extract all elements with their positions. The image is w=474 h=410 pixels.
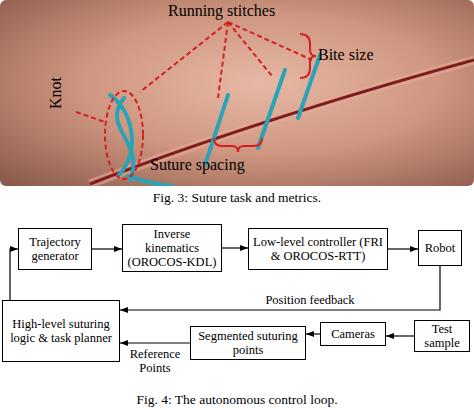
incision-line — [90, 60, 474, 184]
annotation-label: Knot — [47, 77, 65, 109]
arrow-connector — [388, 248, 418, 249]
arrow-connector — [222, 247, 248, 248]
knot-outline — [105, 91, 143, 179]
figure-caption: Fig. 4: The autonomous control loop. — [0, 392, 474, 408]
leader-line — [76, 112, 105, 122]
process-box: Trajectory generator — [18, 228, 92, 270]
bracket — [300, 34, 316, 78]
process-box: Robot — [418, 230, 462, 266]
arrow-connector — [92, 248, 122, 249]
box-text: Segmented suturing points — [194, 329, 302, 357]
skin-background — [0, 0, 474, 186]
box-text: Cameras — [331, 327, 375, 341]
annotation-label: Bite size — [318, 46, 374, 64]
figure-caption: Fig. 3: Suture task and metrics. — [0, 190, 474, 206]
leader-line — [140, 22, 228, 92]
bracket — [214, 138, 262, 152]
box-text: Robot — [425, 241, 456, 255]
knot-thread — [117, 98, 134, 180]
box-text: Trajectory generator — [22, 235, 88, 263]
wound-edge — [90, 60, 474, 184]
suture-tail — [128, 176, 172, 186]
edge-label: Reference Points — [124, 347, 186, 375]
arrow-connector — [306, 333, 320, 334]
leader-line — [218, 22, 228, 98]
arrow-connector — [120, 266, 440, 310]
edge-label: Position feedback — [245, 293, 375, 307]
arrow-connector — [120, 342, 190, 343]
process-box: Test sample — [414, 320, 470, 352]
box-text: Inverse kinematics (OROCOS-KDL) — [126, 227, 218, 269]
process-box: Low-level controller (FRI & OROCOS-RTT) — [248, 228, 388, 270]
box-text: High-level suturing logic & task planner — [6, 317, 116, 345]
process-box: Cameras — [320, 322, 386, 346]
process-box: Segmented suturing points — [190, 326, 306, 360]
annotation-label: Running stitches — [168, 2, 275, 20]
annotation-label: Suture spacing — [150, 156, 245, 174]
arrow-connector — [386, 335, 414, 336]
leader-line — [228, 22, 312, 60]
arrow-connector — [10, 249, 18, 300]
knot-thread — [110, 95, 132, 176]
process-box: Inverse kinematics (OROCOS-KDL) — [122, 224, 222, 272]
process-box: High-level suturing logic & task planner — [2, 300, 120, 362]
box-text: Test sample — [418, 322, 466, 350]
running-stitch — [258, 70, 285, 148]
box-text: Low-level controller (FRI & OROCOS-RTT) — [252, 235, 384, 263]
running-stitch — [205, 95, 228, 165]
leader-line — [228, 22, 272, 76]
